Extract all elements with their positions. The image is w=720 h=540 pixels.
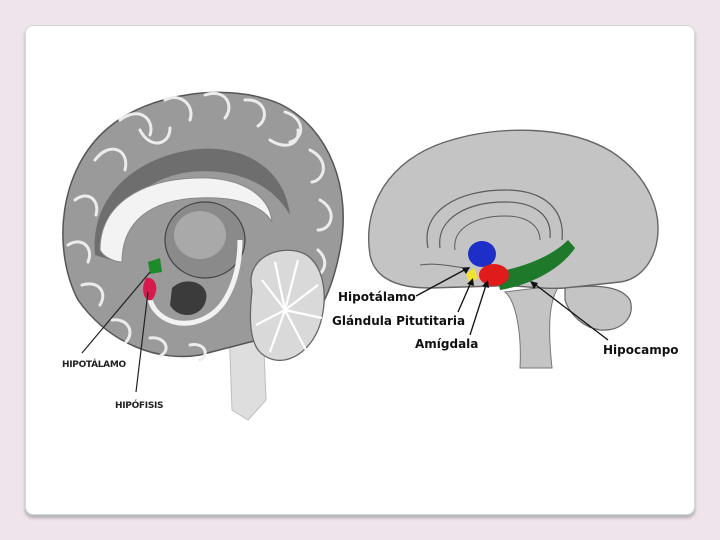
amygdala-shape bbox=[479, 264, 509, 286]
pituitary-pointer-right bbox=[457, 279, 473, 313]
right-brain-outline bbox=[368, 129, 659, 290]
cerebellum bbox=[249, 249, 325, 361]
hypothalamus-shape bbox=[468, 241, 496, 267]
label-hipotalamo-right: Hipotálamo bbox=[338, 290, 416, 304]
label-hipofisis-left: HIPÓFISIS bbox=[115, 399, 163, 411]
hippocampus-pointer-right bbox=[531, 281, 609, 341]
label-hipocampo: Hipocampo bbox=[603, 343, 679, 357]
hypothalamus-pointer-left bbox=[81, 271, 151, 354]
label-amigdala: Amígdala bbox=[415, 337, 478, 351]
hypothalamus-pointer-right bbox=[415, 267, 469, 297]
right-brain-illustration bbox=[368, 129, 659, 369]
left-brain-illustration bbox=[62, 91, 344, 421]
pituitary-pointer-left bbox=[135, 291, 149, 393]
label-glandula-pitutitaria: Glándula Pitutitaria bbox=[332, 314, 465, 328]
pituitary-shape bbox=[466, 268, 478, 284]
amygdala-pointer-right bbox=[469, 281, 488, 336]
label-hipotalamo-left: HIPOTÁLAMO bbox=[62, 358, 126, 370]
hippocampus-shape bbox=[496, 240, 575, 290]
